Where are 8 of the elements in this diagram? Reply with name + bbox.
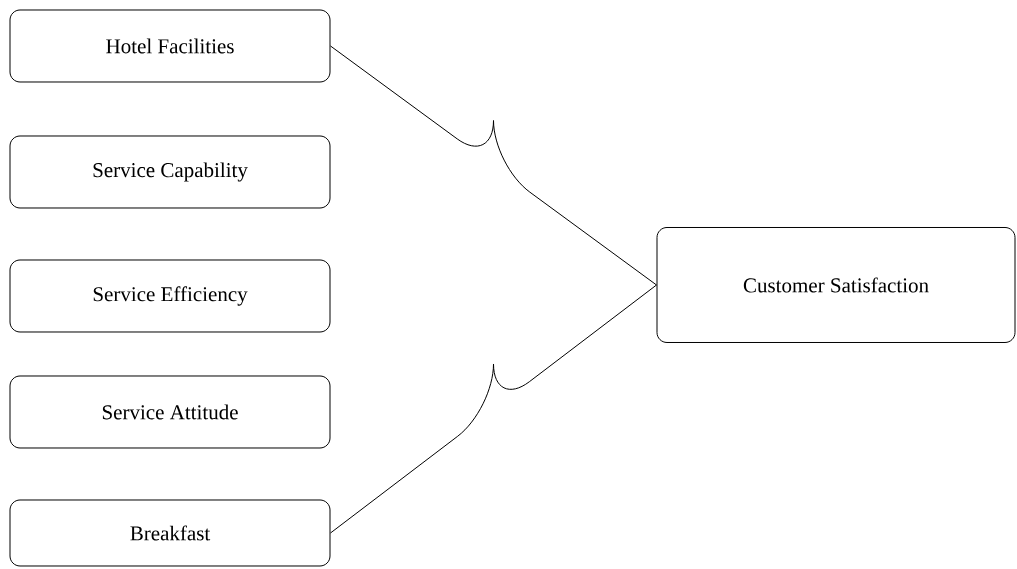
box: Hotel Facilities xyxy=(9,9,331,83)
connector xyxy=(330,284,657,534)
connector xyxy=(330,45,657,286)
box: Customer Satisfaction xyxy=(656,227,1016,343)
box: Service Efficiency xyxy=(9,259,331,333)
box: Service Attitude xyxy=(9,375,331,449)
box: Breakfast xyxy=(9,499,331,567)
box: Service Capability xyxy=(9,135,331,209)
